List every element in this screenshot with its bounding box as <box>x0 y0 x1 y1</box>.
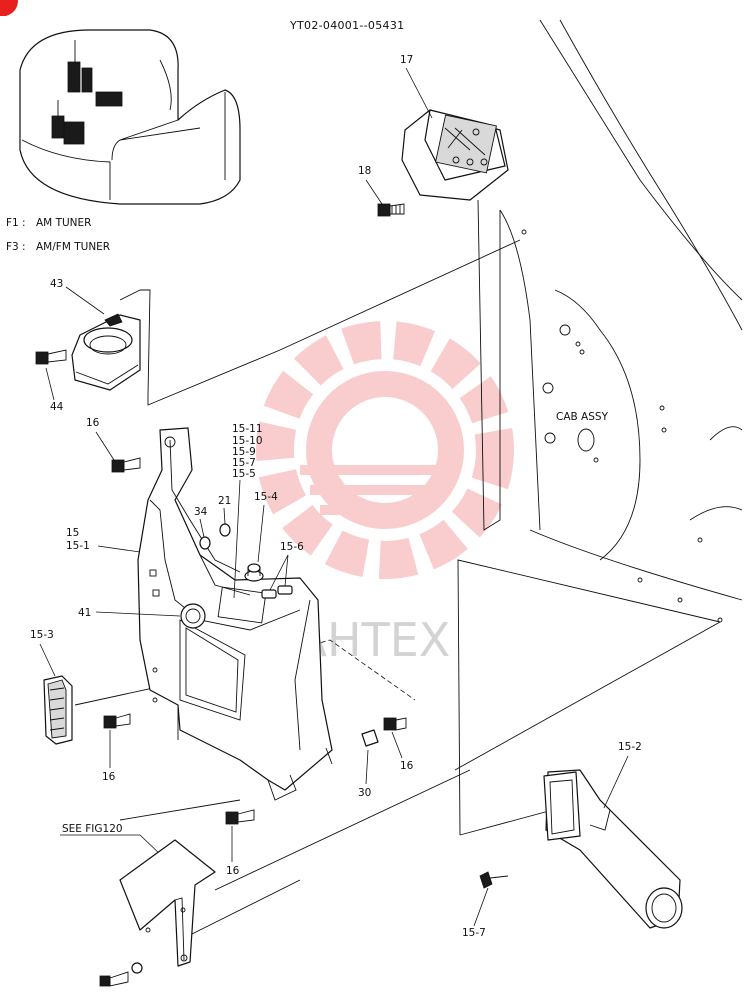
part-15-2-duct <box>543 769 683 929</box>
legend-text-f1: AM TUNER <box>36 217 91 229</box>
bracket-bolt <box>99 962 143 987</box>
part-15-3-vent <box>43 675 73 745</box>
label-15-7-bottom: 15-7 <box>462 927 486 939</box>
legend-code-f3: F3 : <box>6 241 26 253</box>
part-21-nut <box>219 523 231 537</box>
legend-text-f3: AM/FM TUNER <box>36 241 110 253</box>
part-43-cup-holder <box>71 313 141 391</box>
label-41: 41 <box>78 607 91 619</box>
label-15-4: 15-4 <box>254 491 278 503</box>
part-15-7-screw <box>479 871 509 889</box>
label-44: 44 <box>50 401 64 413</box>
console-thumbnail <box>19 29 241 205</box>
legend-code-f1: F1 : <box>6 217 26 229</box>
label-cab-assy: CAB ASSY <box>556 411 609 423</box>
part-15-6-switches <box>261 585 293 599</box>
label-15-11: 15-11 <box>232 423 263 435</box>
label-15-1: 15-1 <box>66 540 90 552</box>
label-15-9: 15-9 <box>232 446 256 458</box>
label-18: 18 <box>358 165 371 177</box>
part-15-4-knob <box>244 563 264 582</box>
label-16-bottom: 16 <box>226 865 240 877</box>
part-30-clip <box>361 729 379 747</box>
label-15-5: 15-5 <box>232 468 256 480</box>
label-15-6: 15-6 <box>280 541 304 553</box>
label-15-10: 15-10 <box>232 435 263 447</box>
label-34: 34 <box>194 506 208 518</box>
label-17: 17 <box>400 54 413 66</box>
label-15-2: 15-2 <box>618 741 642 753</box>
label-30: 30 <box>358 787 371 799</box>
label-15: 15 <box>66 527 79 539</box>
part-18-bolt <box>377 203 405 217</box>
watermark-logo <box>256 321 514 579</box>
label-15-7-top: 15-7 <box>232 457 256 469</box>
part-41-lighter <box>180 603 206 629</box>
part-44-screw <box>35 349 67 365</box>
label-21: 21 <box>218 495 231 507</box>
part-16-screw-right <box>383 717 407 731</box>
corner-tab <box>0 0 18 16</box>
label-43: 43 <box>50 278 63 290</box>
serial-range: YT02-04001--05431 <box>289 19 404 32</box>
label-16-top: 16 <box>86 417 100 429</box>
label-15-3: 15-3 <box>30 629 54 641</box>
cab-assy-structure <box>477 19 743 623</box>
part-16-screw-left <box>103 713 131 729</box>
part-15-side-panel <box>137 427 333 801</box>
tuner-legend: F1 : AM TUNER F3 : AM/FM TUNER <box>6 217 110 253</box>
part-34-washer <box>199 536 211 550</box>
label-16-left: 16 <box>102 771 116 783</box>
part-16-screw-top <box>111 457 141 473</box>
label-see-fig120: SEE FIG120 <box>62 823 123 835</box>
mount-bracket <box>119 839 216 967</box>
part-17-switch-panel <box>401 109 509 201</box>
label-16-right: 16 <box>400 760 414 772</box>
part-16-screw-bottom <box>225 809 255 825</box>
